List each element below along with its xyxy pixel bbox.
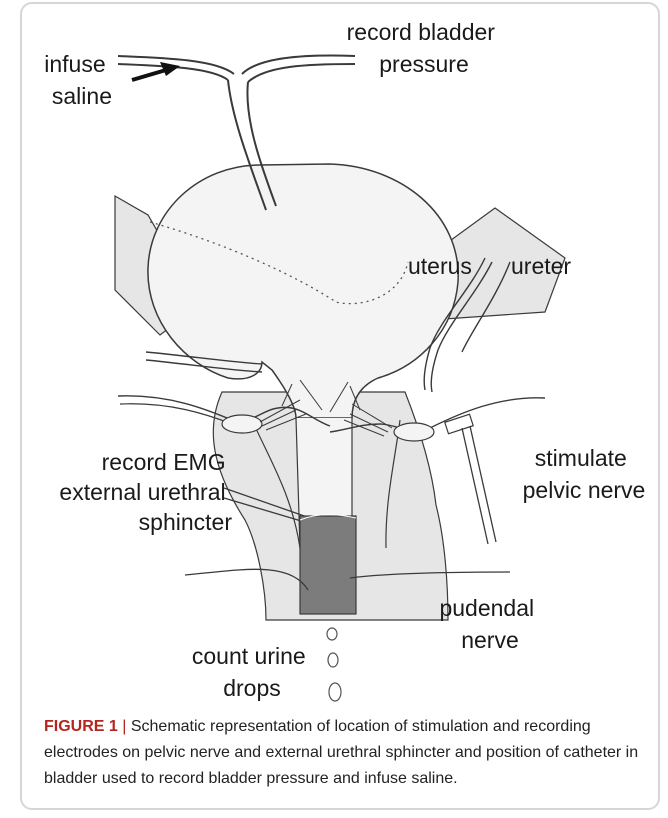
label-pudendal-nerve: pudendal nerve — [439, 595, 540, 653]
label-stimulate-pelvic-nerve: stimulate pelvic nerve — [523, 445, 646, 503]
caption-separator: | — [122, 718, 126, 735]
urine-drop — [329, 683, 341, 701]
bladder — [148, 164, 458, 418]
stimulating-electrode — [445, 414, 473, 433]
left-ganglion — [222, 415, 262, 433]
sphincter-cuff — [300, 516, 356, 614]
label-record-bladder-pressure: record bladder pressure — [347, 19, 502, 77]
catheter-pressure-inner — [248, 64, 355, 82]
label-record-emg: record EMG external urethral sphincter — [59, 449, 232, 535]
label-count-urine-drops: count urine drops — [192, 643, 312, 701]
right-ganglion — [394, 423, 434, 441]
infuse-arrow-head — [160, 62, 180, 76]
label-ureter: ureter — [511, 253, 571, 279]
figure-label: FIGURE 1 — [44, 718, 118, 735]
label-infuse-saline: infuse saline — [44, 51, 112, 109]
caption-text: Schematic representation of location of … — [44, 718, 638, 787]
infuse-arrow-shaft — [132, 70, 166, 80]
label-uterus: uterus — [408, 253, 472, 279]
bladder-diagram: infuse saline record bladder pressure ut… — [0, 0, 668, 710]
figure-caption: FIGURE 1 | Schematic representation of l… — [44, 714, 648, 792]
urine-drop — [328, 653, 338, 667]
urine-drop — [327, 628, 337, 640]
